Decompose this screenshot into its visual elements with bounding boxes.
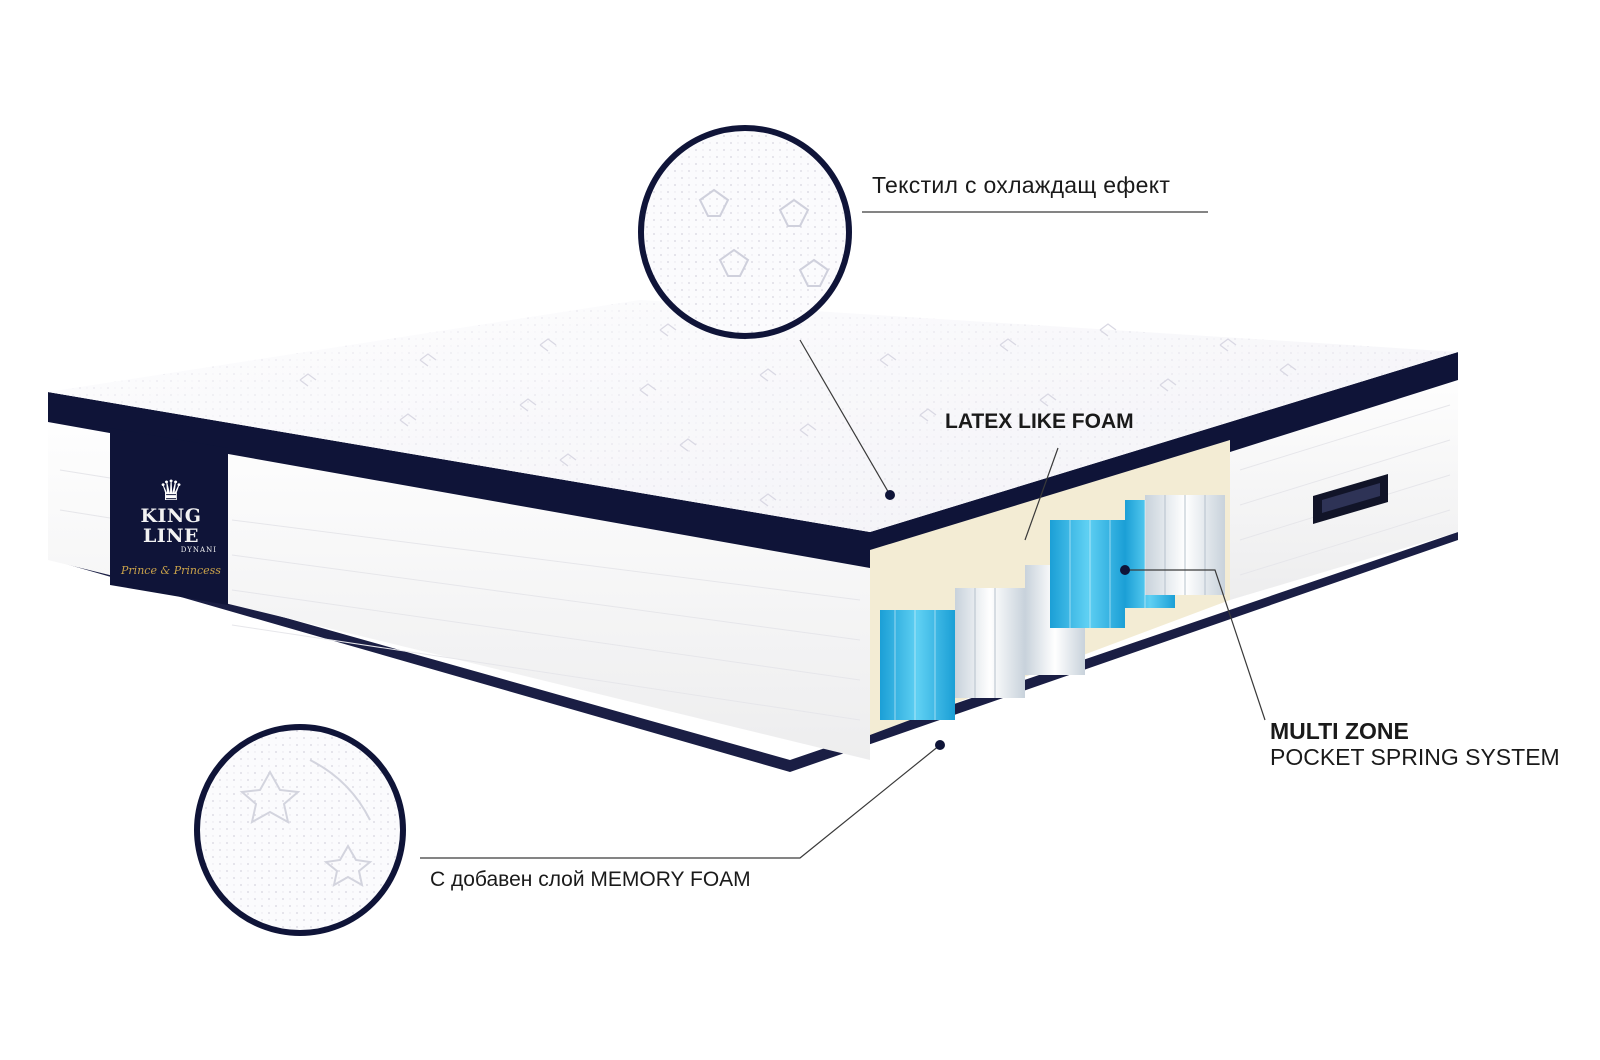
brand-panel <box>110 428 228 605</box>
cutaway-section <box>870 440 1230 735</box>
brand-name: KING LINE <box>140 505 202 547</box>
memory-foam-label: С добавен слой MEMORY FOAM <box>430 868 751 891</box>
cooling-textile-zoom <box>638 125 852 339</box>
callout-line-cooling-pointer <box>799 339 891 496</box>
white-spring-outlines <box>974 495 1206 698</box>
latex-foam-label: LATEX LIKE FOAM <box>945 410 1134 433</box>
multizone-title: MULTI ZONE <box>1270 718 1409 744</box>
spring-outlines <box>894 500 1146 720</box>
memory-foam-zoom <box>194 724 406 936</box>
side-stitching <box>59 469 861 721</box>
multizone-label: MULTI ZONE POCKET SPRING SYSTEM <box>1270 718 1560 770</box>
mattress-front-side <box>48 405 870 760</box>
callout-line-latex <box>1024 447 1059 541</box>
callout-line-memory <box>420 744 941 859</box>
callout-lines <box>420 211 1266 859</box>
brand-logo: ♛ KING LINE DYNANI Prince & Princess <box>113 432 229 607</box>
callout-line-multizone <box>1125 569 1266 721</box>
quilt-pattern <box>299 323 1297 507</box>
cooling-textile-label: Текстил с охлаждащ ефект <box>872 172 1171 198</box>
brand-sub: DYNANI <box>180 546 217 554</box>
brand-tagline: Prince & Princess <box>121 564 221 577</box>
pocket-springs <box>880 495 1225 720</box>
callout-dots <box>885 490 1130 750</box>
handle-icon <box>1313 474 1388 524</box>
multizone-subtitle: POCKET SPRING SYSTEM <box>1270 744 1560 770</box>
crown-icon: ♛ <box>158 474 184 507</box>
